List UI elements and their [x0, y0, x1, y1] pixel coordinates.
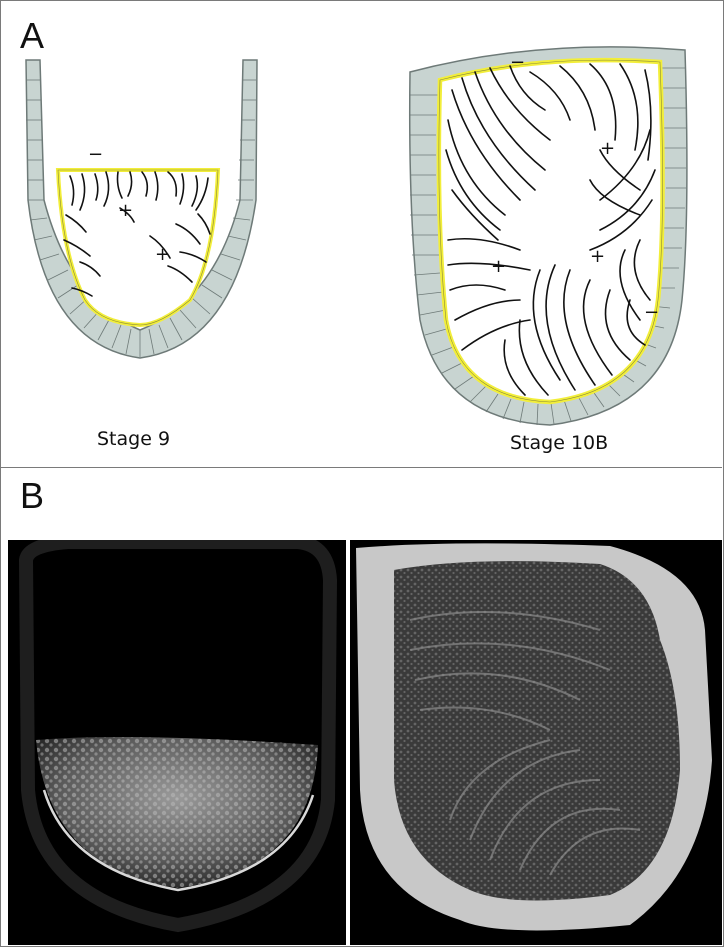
- stage-10b-minus-mark-1: −: [510, 52, 525, 73]
- stage-10b-oocyte: [439, 60, 663, 402]
- stage-10b-plus-mark-3: +: [590, 246, 605, 267]
- stage-10b-egg-chamber: − + + + −: [410, 47, 687, 425]
- stage-9-plus-mark-2: +: [155, 244, 170, 265]
- stage-10b-minus-mark-2: −: [644, 302, 659, 323]
- stage-10b-plus-mark-2: +: [491, 256, 506, 277]
- stage-9-egg-chamber: − + +: [26, 60, 257, 358]
- stage-9-micrograph: [8, 540, 346, 945]
- stage-9-minus-mark: −: [88, 144, 103, 165]
- stage-10b-micrograph: [350, 540, 722, 945]
- stage-10b-plus-mark-1: +: [600, 138, 615, 159]
- stage-9-plus-mark-1: +: [118, 200, 133, 221]
